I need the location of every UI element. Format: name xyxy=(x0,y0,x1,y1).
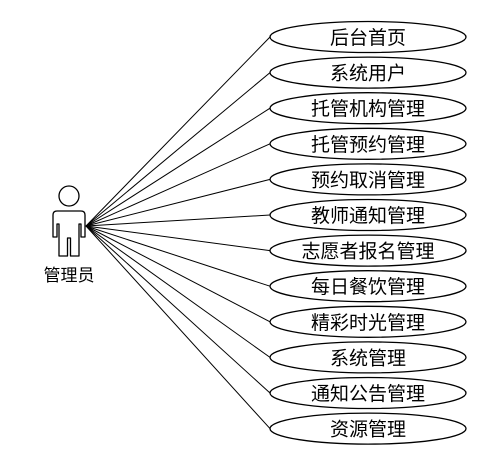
use-case: 教师通知管理 xyxy=(269,198,467,232)
association-line xyxy=(85,178,271,227)
use-case: 后台首页 xyxy=(269,20,467,54)
use-case: 托管机构管理 xyxy=(269,92,467,125)
use-case-label: 系统管理 xyxy=(330,347,406,369)
association-line xyxy=(85,225,271,287)
actor-head xyxy=(58,185,80,207)
use-case-label: 预约取消管理 xyxy=(311,169,425,191)
use-case-ellipse xyxy=(269,56,467,89)
association-line xyxy=(85,225,271,358)
association-line xyxy=(85,107,271,227)
association-line xyxy=(85,36,271,227)
use-case: 预约取消管理 xyxy=(269,163,467,196)
use-case: 志愿者报名管理 xyxy=(269,234,467,267)
use-case-label: 教师通知管理 xyxy=(311,205,425,227)
use-case-ellipse xyxy=(269,305,467,338)
use-case-ellipse xyxy=(269,198,467,232)
use-case-ellipse xyxy=(269,92,467,125)
association-line xyxy=(85,225,271,394)
use-case-label: 通知公告管理 xyxy=(311,383,425,405)
use-case-ellipse xyxy=(269,270,467,303)
association-line xyxy=(85,143,271,227)
use-case-ellipse xyxy=(269,20,467,54)
use-case-label: 托管预约管理 xyxy=(311,134,425,156)
association-line xyxy=(85,225,271,252)
use-case-ellipse xyxy=(269,127,467,160)
association-line xyxy=(85,225,271,323)
use-case-label: 每日餐饮管理 xyxy=(311,276,425,298)
actor-label: 管理员 xyxy=(44,266,95,286)
actor-body xyxy=(52,210,86,257)
use-case-label: 精彩时光管理 xyxy=(311,312,425,334)
use-case: 通知公告管理 xyxy=(269,376,467,410)
use-case-label: 后台首页 xyxy=(330,27,406,49)
use-case: 精彩时光管理 xyxy=(269,305,467,338)
use-case-ellipse xyxy=(269,341,467,374)
use-case-ellipse xyxy=(269,163,467,196)
association-line xyxy=(85,214,271,227)
use-case-label: 托管机构管理 xyxy=(311,98,425,120)
association-line xyxy=(85,225,271,429)
actor-figure: 管理员 xyxy=(44,185,95,286)
use-case: 系统管理 xyxy=(269,341,467,374)
use-case: 每日餐饮管理 xyxy=(269,270,467,303)
use-case-label: 系统用户 xyxy=(330,63,406,85)
use-case-label: 志愿者报名管理 xyxy=(301,241,434,263)
association-line xyxy=(85,72,271,227)
use-case-group: 后台首页系统用户托管机构管理托管预约管理预约取消管理教师通知管理志愿者报名管理每… xyxy=(269,20,467,445)
use-case-ellipse xyxy=(269,376,467,410)
use-case: 托管预约管理 xyxy=(269,127,467,160)
use-case: 系统用户 xyxy=(269,56,467,89)
use-case-label: 资源管理 xyxy=(330,419,406,441)
use-case-ellipse xyxy=(269,234,467,267)
association-lines xyxy=(85,36,271,429)
use-case: 资源管理 xyxy=(269,412,467,445)
use-case-ellipse xyxy=(269,412,467,445)
